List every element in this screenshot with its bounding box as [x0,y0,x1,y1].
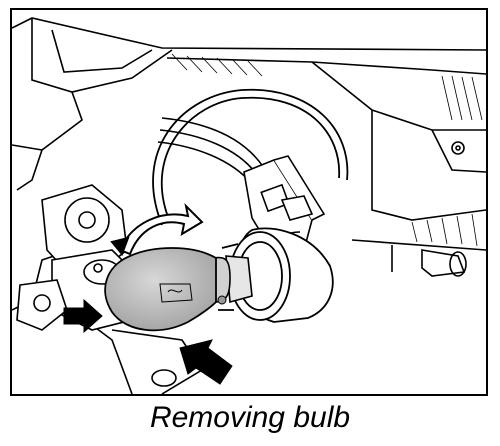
illustration-frame [10,8,488,396]
bulb-removal-illustration [12,17,486,394]
socket-ring [152,88,349,226]
pointer-arrow-icon [63,298,103,334]
bulb [104,247,253,332]
pointer-arrow-icon [179,339,233,385]
housing-hatching [171,53,483,247]
turn-arrow-icon [110,202,204,256]
figure-caption: Removing bulb [149,401,351,434]
